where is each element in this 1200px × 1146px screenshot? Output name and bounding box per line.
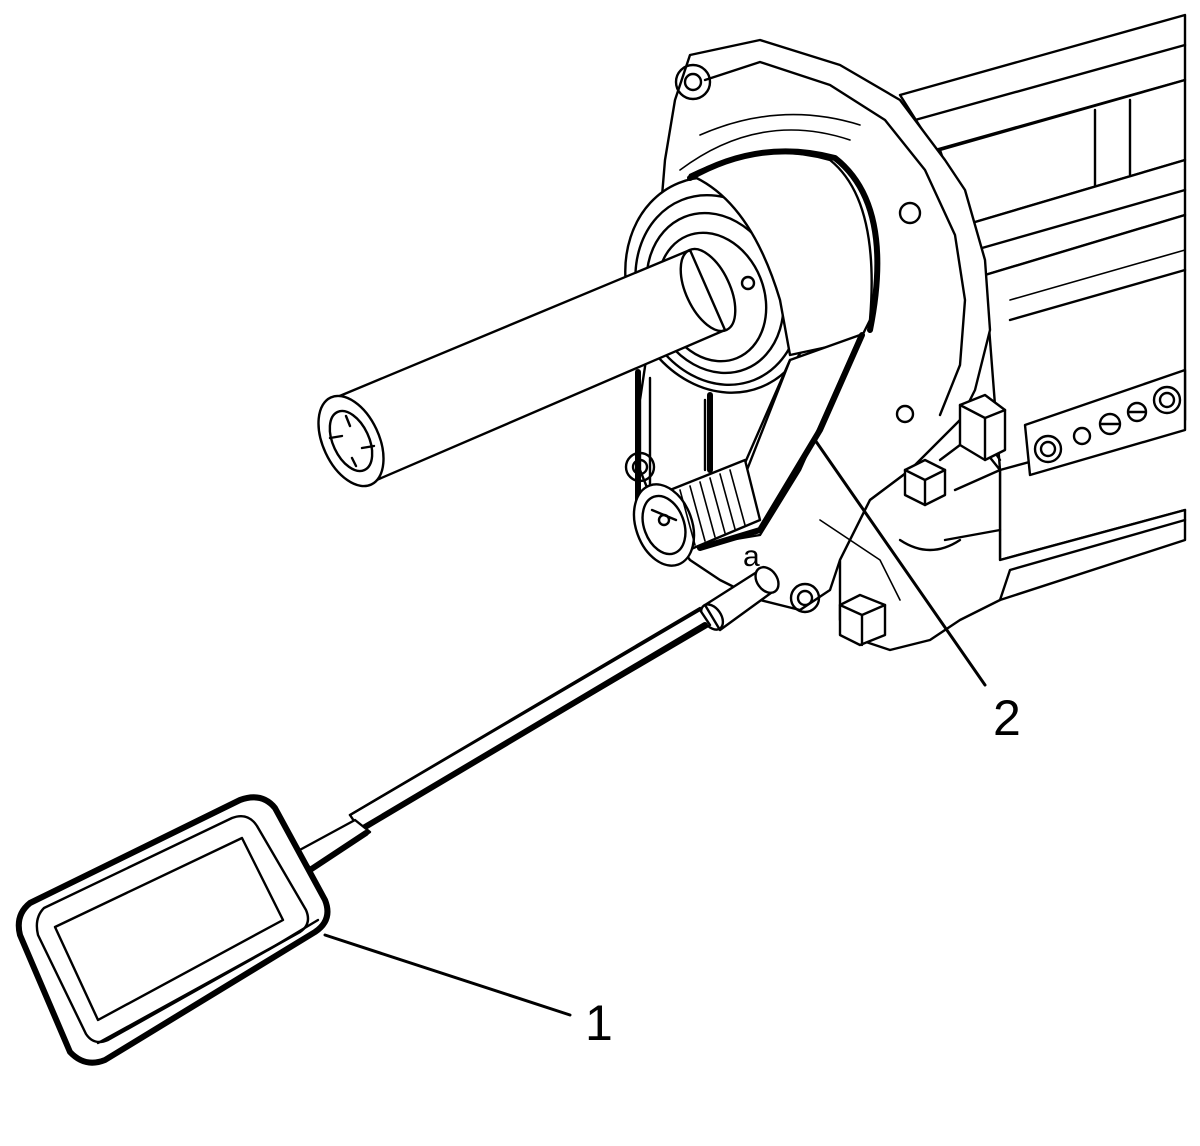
reference-a-label: a <box>743 540 760 573</box>
callout-1: 1 <box>323 933 613 1051</box>
callout-2-label: 2 <box>993 690 1021 746</box>
reference-point-a: a <box>743 540 760 573</box>
lower-bolt <box>838 593 887 647</box>
housing-bolt <box>903 393 1007 507</box>
callout-2: 2 <box>813 438 1021 746</box>
side-plate <box>1023 368 1187 477</box>
dial-indicator <box>15 565 780 1066</box>
output-shaft <box>317 247 737 488</box>
callout-1-label: 1 <box>585 995 613 1051</box>
knurled-knob <box>632 458 762 567</box>
